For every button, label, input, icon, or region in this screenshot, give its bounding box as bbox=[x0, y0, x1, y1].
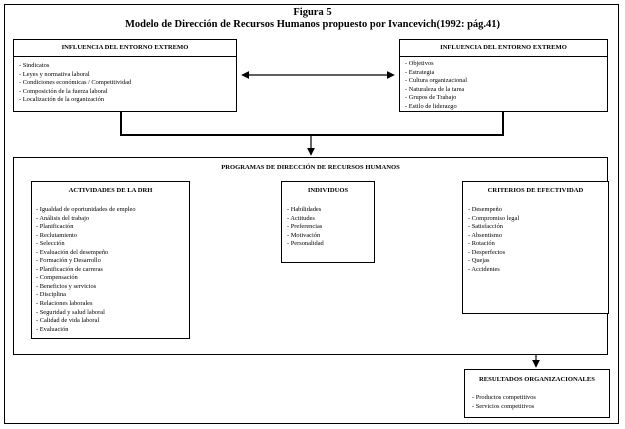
list-item: - Satisfacción bbox=[468, 223, 503, 231]
list-item: - Habilidades bbox=[287, 206, 322, 213]
list-item: - Desperfectos bbox=[468, 248, 506, 256]
list-item: - Estilo de liderazgo bbox=[405, 102, 457, 110]
list-item: - Evaluación del desempeño bbox=[36, 248, 109, 256]
list-item: - Relaciones laborales bbox=[36, 300, 93, 308]
results-list: - Productos competitivos - Servicios com… bbox=[472, 394, 536, 411]
box-title: ACTIVIDADES DE LA DRH bbox=[68, 187, 153, 194]
list-item: - Motivación bbox=[287, 231, 321, 239]
individuals-box: INDIVIDUOS - Habilidades - Actitudes - P… bbox=[281, 181, 375, 263]
environment-merge-line bbox=[120, 112, 504, 136]
activity-list: - Igualdad de oportunidades de empleo - … bbox=[36, 206, 136, 334]
list-item: - Compromiso legal bbox=[468, 214, 520, 222]
list-item: - Objetivos bbox=[405, 60, 434, 67]
list-item: - Localización de la organización bbox=[19, 96, 105, 104]
factor-list: - Objetivos - Estrategia - Cultura organ… bbox=[405, 60, 467, 111]
figure-label: Figura 5 bbox=[293, 7, 332, 18]
list-item: - Productos competitivos bbox=[472, 394, 536, 401]
list-item: - Beneficios y servicios bbox=[36, 282, 97, 290]
list-item: - Seguridad y salud laboral bbox=[36, 308, 105, 316]
box-title: CRITERIOS DE EFECTIVIDAD bbox=[487, 187, 584, 194]
list-item: - Formación y Desarrollo bbox=[36, 257, 101, 265]
list-item: - Análisis del trabajo bbox=[36, 214, 90, 222]
list-item: - Planificación bbox=[36, 223, 74, 231]
list-item: - Naturaleza de la tarea bbox=[405, 85, 465, 93]
box-divider bbox=[400, 56, 607, 57]
list-item: - Cultura organizacional bbox=[405, 77, 467, 85]
box-divider bbox=[14, 56, 236, 57]
organizational-results-box: RESULTADOS ORGANIZACIONALES - Productos … bbox=[464, 369, 610, 418]
list-item: - Reclutamiento bbox=[36, 231, 77, 239]
list-item: - Evaluación bbox=[36, 325, 69, 333]
effectiveness-criteria-box: CRITERIOS DE EFECTIVIDAD - Desempeño - C… bbox=[462, 181, 609, 314]
figure-title: Modelo de Dirección de Recursos Humanos … bbox=[124, 19, 501, 30]
list-item: - Accidentes bbox=[468, 265, 500, 273]
list-item: - Disciplina bbox=[36, 291, 66, 299]
list-item: - Composición de la fuerza laboral bbox=[19, 87, 108, 95]
list-item: - Compensación bbox=[36, 274, 78, 282]
list-item: - Selección bbox=[36, 240, 65, 248]
list-item: - Estrategia bbox=[405, 68, 435, 76]
list-item: - Leyes y normativa laboral bbox=[19, 70, 90, 78]
factor-list: - Sindicatos - Leyes y normativa laboral… bbox=[19, 62, 131, 105]
box-title: RESULTADOS ORGANIZACIONALES bbox=[479, 376, 595, 383]
list-item: - Condiciones económicas / Competitivida… bbox=[19, 79, 132, 87]
hr-activities-box: ACTIVIDADES DE LA DRH - Igualdad de opor… bbox=[31, 181, 190, 339]
list-item: - Igualdad de oportunidades de empleo bbox=[36, 206, 136, 213]
list-item: - Actitudes bbox=[287, 214, 315, 222]
criteria-list: - Desempeño - Compromiso legal - Satisfa… bbox=[468, 206, 519, 274]
box-title: PROGRAMAS DE DIRECCIÓN DE RECURSOS HUMAN… bbox=[221, 164, 400, 171]
list-item: - Servicios competitivos bbox=[472, 402, 535, 410]
individual-traits-list: - Habilidades - Actitudes - Preferencias… bbox=[287, 206, 324, 249]
list-item: - Preferencias bbox=[287, 223, 323, 231]
list-item: - Planificación de carreras bbox=[36, 265, 103, 273]
list-item: - Sindicatos bbox=[19, 62, 50, 69]
list-item: - Calidad de vida laboral bbox=[36, 317, 100, 325]
figure-frame bbox=[4, 4, 619, 424]
list-item: - Grupos de Trabajo bbox=[405, 94, 457, 102]
list-item: - Absentismo bbox=[468, 231, 502, 239]
external-environment-box-left: INFLUENCIA DEL ENTORNO EXTREMO - Sindica… bbox=[13, 39, 237, 112]
list-item: - Quejas bbox=[468, 257, 490, 265]
box-title: INFLUENCIA DEL ENTORNO EXTREMO bbox=[440, 44, 567, 51]
list-item: - Desempeño bbox=[468, 206, 502, 213]
box-title: INFLUENCIA DEL ENTORNO EXTREMO bbox=[61, 44, 189, 51]
external-environment-box-right: INFLUENCIA DEL ENTORNO EXTREMO - Objetiv… bbox=[399, 39, 608, 112]
list-item: - Rotación bbox=[468, 240, 495, 248]
box-title: INDIVIDUOS bbox=[307, 187, 349, 194]
list-item: - Personalidad bbox=[287, 240, 324, 248]
